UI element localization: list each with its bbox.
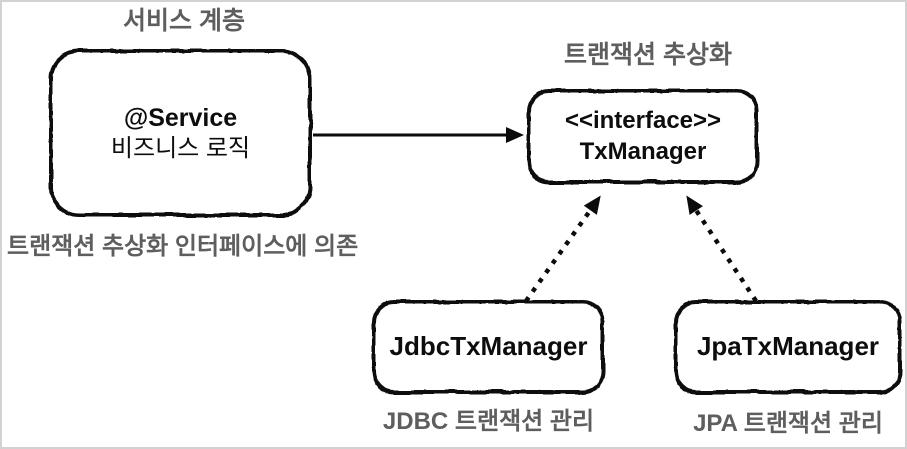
transaction-abstraction-label: 트랜잭션 추상화 bbox=[564, 41, 732, 69]
depends-on-abstraction-label: 트랜잭션 추상화 인터페이스에 의존 bbox=[7, 233, 359, 260]
service-annotation-text: @Service bbox=[123, 103, 238, 132]
business-logic-text: 비즈니스 로직 bbox=[110, 134, 251, 162]
jdbc-txmanager-box: JdbcTxManager bbox=[372, 300, 605, 394]
jpa-transaction-caption: JPA 트랜잭션 관리 bbox=[693, 410, 883, 437]
jpa-implements-arrow bbox=[686, 195, 758, 303]
jdbc-txmanager-text: JdbcTxManager bbox=[389, 331, 588, 362]
interface-stereotype-text: <<interface>> bbox=[564, 106, 722, 134]
service-layer-label: 서비스 계층 bbox=[123, 7, 245, 35]
jpa-txmanager-box: JpaTxManager bbox=[674, 300, 902, 394]
txmanager-name-text: TxManager bbox=[579, 137, 707, 165]
txmanager-interface-box: <<interface>> TxManager bbox=[527, 89, 759, 184]
jdbc-transaction-caption: JDBC 트랜잭션 관리 bbox=[382, 408, 595, 435]
jpa-txmanager-text: JpaTxManager bbox=[696, 331, 880, 362]
service-box: @Service 비즈니스 로직 bbox=[49, 49, 312, 217]
jdbc-implements-arrow bbox=[524, 195, 601, 303]
